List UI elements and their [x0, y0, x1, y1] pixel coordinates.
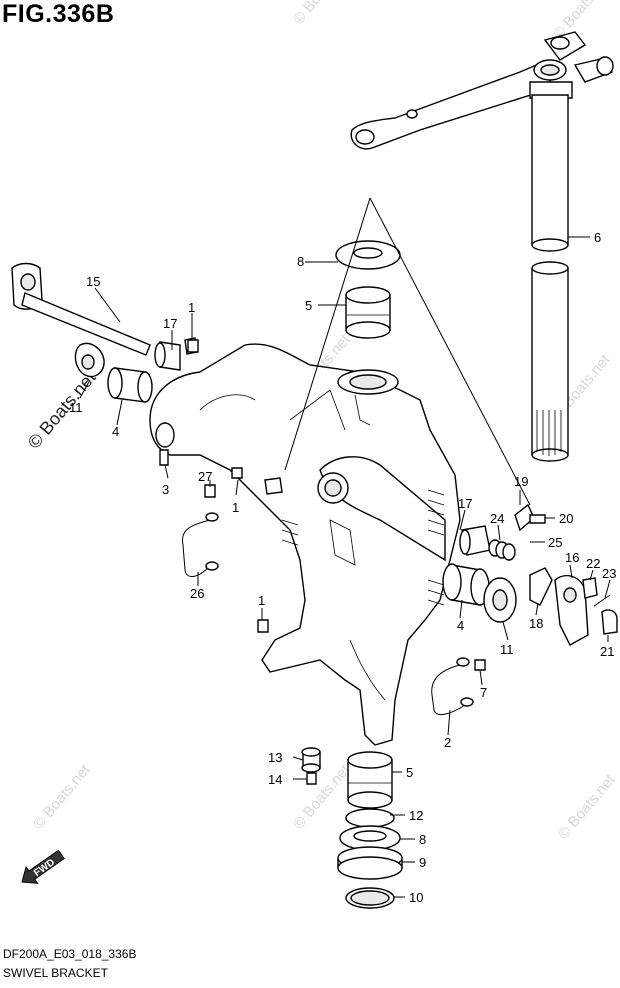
callout-15: 15 [86, 274, 100, 289]
callout-5: 5 [305, 298, 312, 313]
callout-22: 22 [586, 556, 600, 571]
callout-25: 25 [548, 535, 562, 550]
figure-name: SWIVEL BRACKET [3, 966, 108, 980]
callout-5: 5 [406, 765, 413, 780]
callout-12: 12 [409, 808, 423, 823]
small-bolts [159, 339, 486, 671]
callout-1: 1 [232, 500, 239, 515]
watermark-tile: © Boats.net [290, 761, 354, 833]
watermark-tile: © Boats.net [30, 761, 94, 833]
callout-4: 4 [457, 618, 464, 633]
tilt-pin-assembly [11, 262, 198, 403]
leader-lines [79, 197, 611, 898]
callouts: 15 1 17 11 4 3 27 1 26 1 8 5 6 17 24 19 … [69, 230, 616, 905]
callout-18: 18 [529, 616, 543, 631]
callout-4: 4 [112, 424, 119, 439]
figure-title: FIG.336B [2, 0, 115, 28]
steering-arm [350, 31, 614, 150]
callout-14: 14 [268, 772, 282, 787]
callout-19: 19 [514, 474, 528, 489]
callout-8: 8 [419, 832, 426, 847]
swivel-bracket-body [149, 343, 461, 746]
callout-17: 17 [458, 496, 472, 511]
callout-9: 9 [419, 855, 426, 870]
callout-27: 27 [198, 469, 212, 484]
callout-7: 7 [480, 685, 487, 700]
figure-code: DF200A_E03_018_336B [3, 947, 137, 961]
callout-13: 13 [268, 750, 282, 765]
callout-20: 20 [559, 511, 573, 526]
callout-11: 11 [69, 400, 83, 415]
callout-11: 11 [500, 642, 514, 657]
upper-washer-and-bushing [335, 240, 401, 339]
callout-1: 1 [258, 593, 265, 608]
steering-shaft [531, 94, 569, 462]
callout-2: 2 [444, 735, 451, 750]
callout-17: 17 [163, 316, 177, 331]
stopper-and-bolt [301, 747, 321, 785]
watermark-tile: © Boats.net [555, 771, 619, 843]
callout-16: 16 [565, 550, 579, 565]
hatching [281, 489, 445, 606]
watermark-tile: © Boats.net [290, 0, 354, 28]
callout-26: 26 [190, 586, 204, 601]
ground-leads [181, 512, 474, 716]
callout-1: 1 [188, 300, 195, 315]
lower-stack [337, 751, 403, 909]
callout-24: 24 [490, 511, 504, 526]
fwd-arrow: FWD [21, 849, 65, 884]
callout-23: 23 [602, 566, 616, 581]
callout-10: 10 [409, 890, 423, 905]
callout-8: 8 [297, 254, 304, 269]
callout-6: 6 [594, 230, 601, 245]
callout-21: 21 [600, 644, 614, 659]
callout-3: 3 [162, 482, 169, 497]
watermark-main: © Boats.net [24, 367, 100, 452]
right-side-parts [442, 503, 618, 646]
